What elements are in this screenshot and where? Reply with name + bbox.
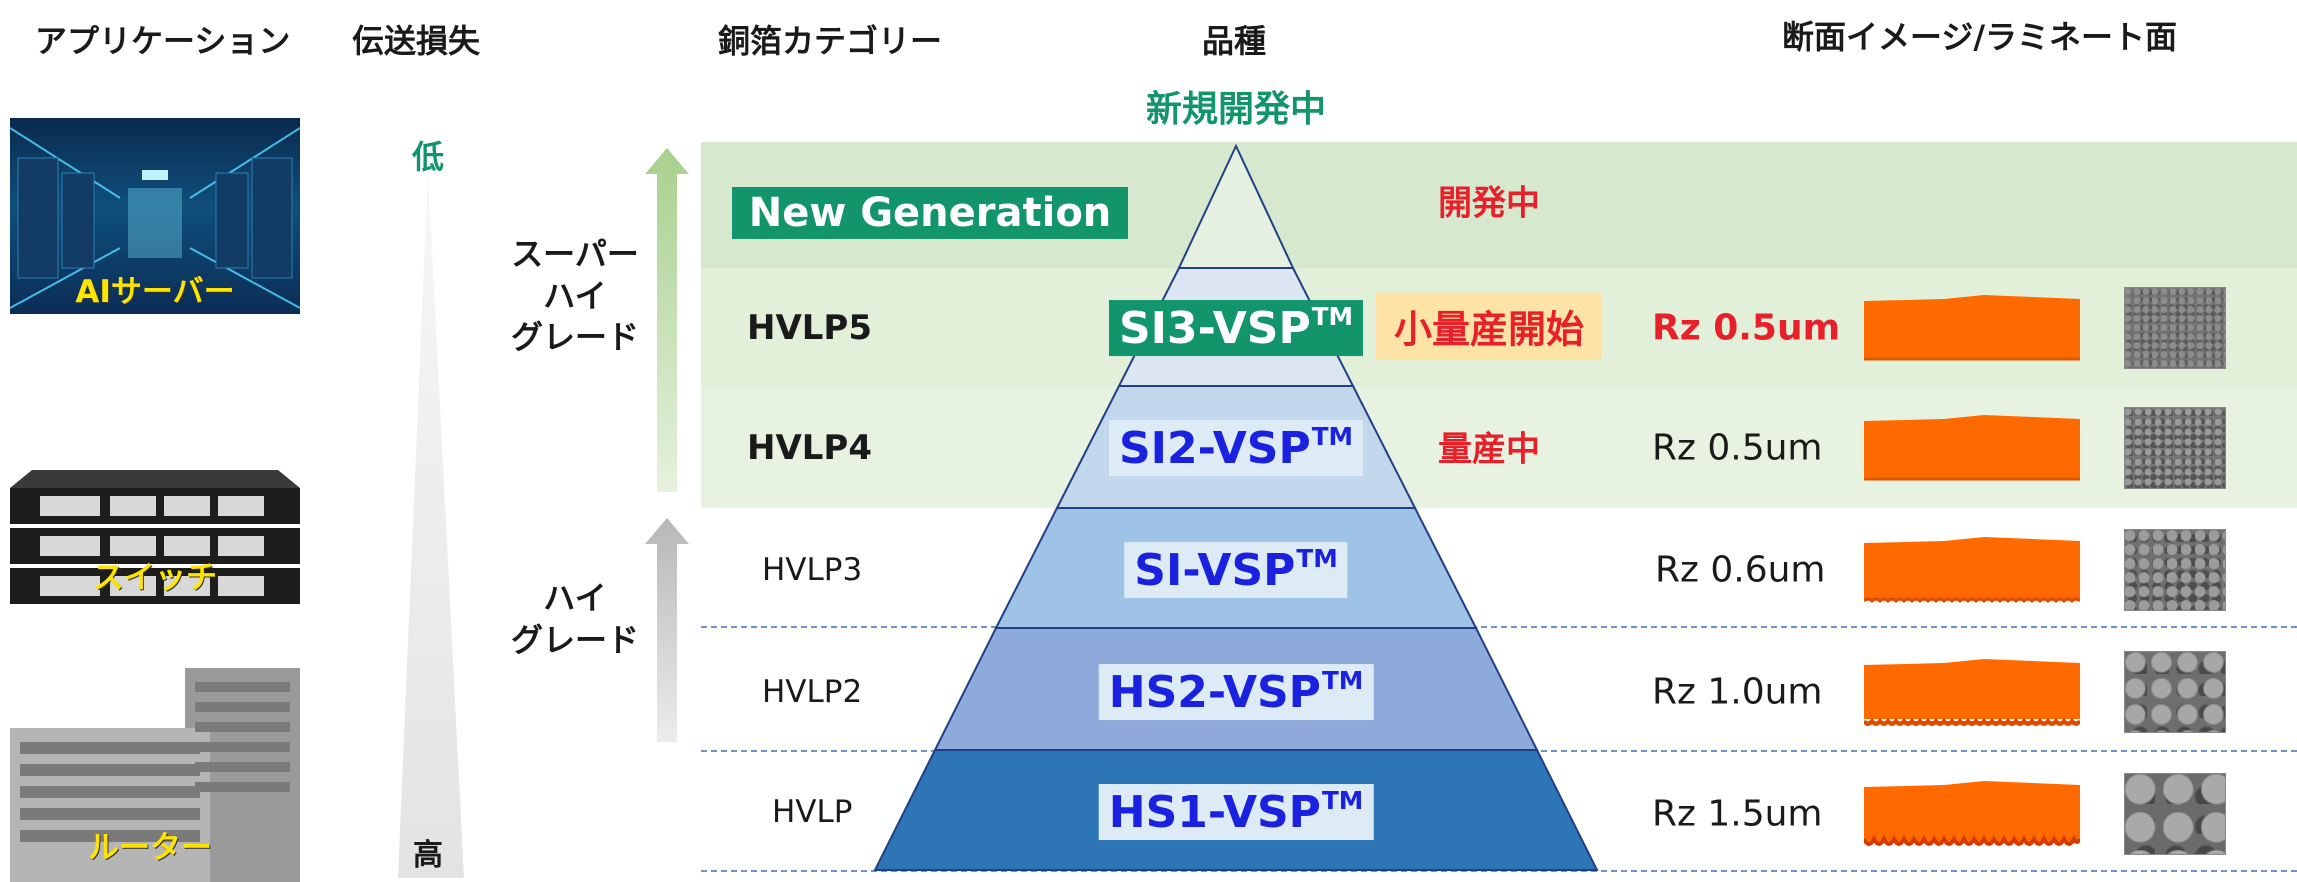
header-cross-section: 断面イメージ/ラミネート面 [1782, 18, 2178, 56]
header-application: アプリケーション [35, 22, 291, 60]
grade-line: ハイ [543, 579, 607, 617]
trademark: TM [1321, 666, 1364, 696]
product-name: SI2-VSP [1118, 422, 1311, 474]
app-label-ai-server: AIサーバー [75, 274, 235, 310]
product-name: SI3-VSP [1118, 302, 1311, 354]
trademark: TM [1311, 302, 1354, 332]
grade-line: グレード [510, 620, 640, 659]
grade-label-super-high: スーパー ハイ グレード [511, 234, 639, 359]
trademark: TM [1296, 544, 1338, 574]
sem-image-hvlp4 [2124, 407, 2226, 489]
category-hvlp: HVLP [772, 794, 853, 830]
cross-section-hvlp [1864, 781, 2080, 846]
trademark: TM [1321, 786, 1364, 816]
rz-hvlp5: Rz 0.5um [1652, 307, 1841, 349]
sem-image-hvlp3 [2124, 529, 2226, 611]
new-dev-label: 新規開発中 [1145, 89, 1327, 130]
grade-label-high: ハイ グレード [511, 578, 639, 661]
router-chassis-icon [10, 668, 300, 882]
header-category: 銅箔カテゴリー [718, 22, 943, 60]
cross-section-hvlp5 [1864, 295, 2080, 361]
product-name: HS1-VSP [1108, 786, 1321, 838]
loss-low-label: 低 [411, 138, 445, 176]
header-loss: 伝送損失 [352, 22, 481, 60]
grade-line: スーパー [511, 235, 639, 273]
sem-image-hvlp [2124, 773, 2226, 855]
category-hvlp2: HVLP2 [762, 674, 863, 710]
cross-section-hvlp2 [1864, 659, 2080, 726]
divider-hvlp3 [701, 626, 2297, 628]
pyramid-tier-top [1177, 143, 1295, 269]
status-new-generation: 開発中 [1438, 183, 1540, 224]
product-hs2-vsp: HS2-VSPTM [1098, 664, 1374, 720]
cross-section-hvlp4 [1864, 415, 2080, 481]
super-high-grade-arrow [645, 148, 689, 492]
product-hs1-vsp: HS1-VSPTM [1098, 784, 1374, 840]
app-tile-switch [10, 440, 300, 606]
loss-high-label: 高 [413, 838, 443, 873]
sem-image-hvlp5 [2124, 287, 2226, 369]
app-tile-router [10, 668, 300, 882]
status-hvlp5: 小量産開始 [1375, 292, 1603, 360]
category-hvlp4: HVLP4 [747, 428, 873, 468]
rz-hvlp: Rz 1.5um [1652, 793, 1823, 835]
high-grade-arrow [645, 518, 689, 742]
trademark: TM [1311, 422, 1354, 452]
sem-image-hvlp2 [2124, 651, 2226, 733]
product-si2-vsp: SI2-VSPTM [1108, 420, 1364, 476]
product-name: HS2-VSP [1108, 666, 1321, 718]
server-room-icon [10, 127, 300, 309]
cross-section-hvlp3 [1864, 537, 2080, 604]
category-hvlp5: HVLP5 [747, 308, 873, 348]
product-si3-vsp: SI3-VSPTM [1108, 300, 1364, 356]
new-generation-badge: New Generation [732, 187, 1128, 239]
rz-hvlp4: Rz 0.5um [1652, 427, 1823, 469]
rz-hvlp3: Rz 0.6um [1655, 549, 1826, 591]
app-label-switch: スイッチ [93, 560, 217, 596]
product-name: SI-VSP [1134, 544, 1296, 596]
product-si-vsp: SI-VSPTM [1124, 542, 1348, 598]
rz-hvlp2: Rz 1.0um [1652, 671, 1823, 713]
loss-scale-wedge [398, 168, 464, 878]
grade-line: ハイ [543, 276, 607, 315]
network-switch-icon [10, 470, 300, 604]
grade-line: グレード [510, 318, 640, 357]
app-label-router: ルーター [88, 830, 212, 866]
app-tile-ai-server [10, 118, 300, 314]
header-product: 品種 [1202, 22, 1267, 60]
category-hvlp3: HVLP3 [762, 552, 863, 588]
status-hvlp4: 量産中 [1438, 429, 1540, 470]
